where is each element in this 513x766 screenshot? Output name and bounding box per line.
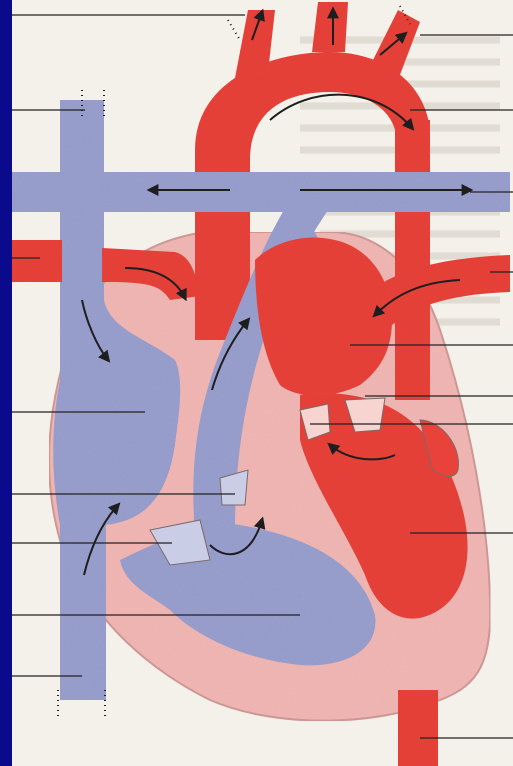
- left-border-strip: [0, 0, 12, 766]
- left-pulmonary-veins: [10, 240, 62, 282]
- pulmonary-arteries: [12, 172, 510, 212]
- descending-aorta: [395, 120, 430, 400]
- left-common-carotid: [312, 2, 348, 52]
- superior-vena-cava: [60, 100, 104, 330]
- abdominal-aorta: [398, 690, 438, 766]
- inferior-vena-cava: [60, 520, 106, 700]
